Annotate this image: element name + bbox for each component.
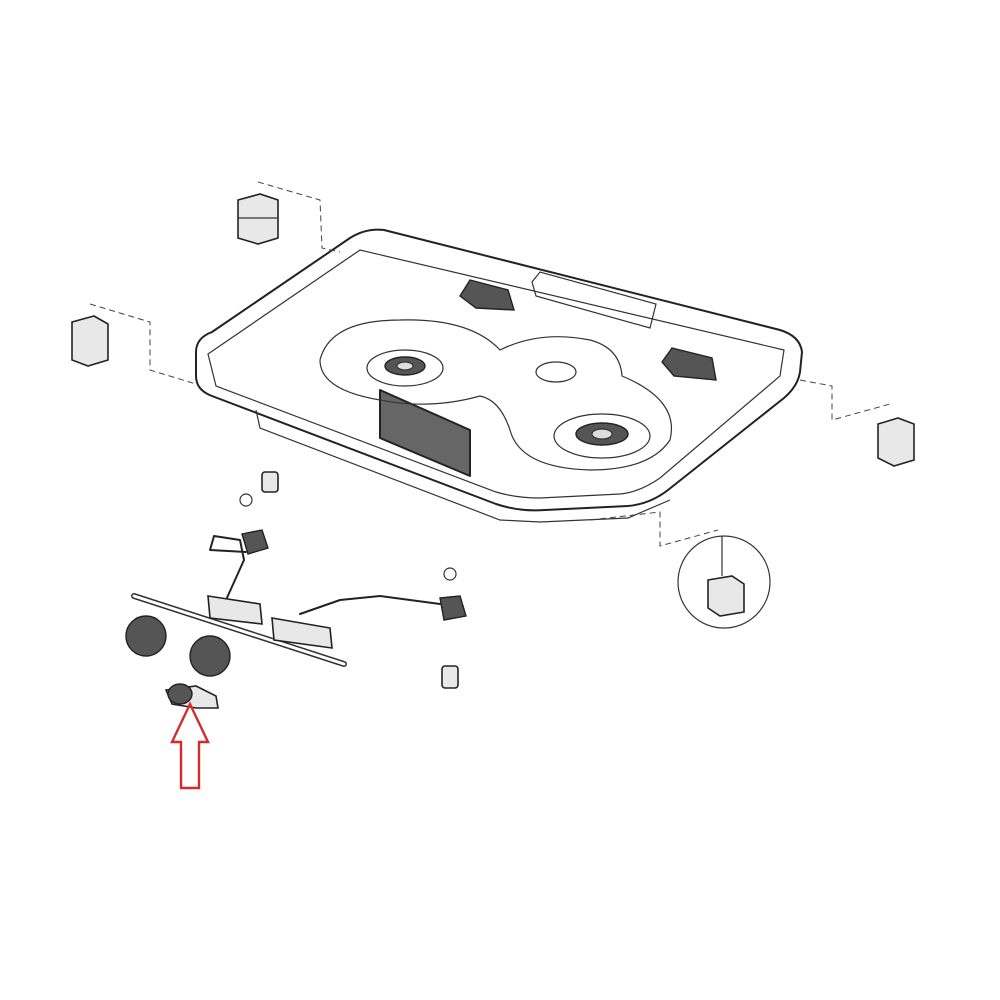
- burner-left: [366, 349, 444, 387]
- detail-circle: [677, 535, 771, 629]
- nut-top: [239, 471, 279, 555]
- gas-rail: [131, 535, 441, 667]
- center-cup: [535, 361, 577, 383]
- burner-right: [553, 413, 651, 459]
- clip-left: [71, 303, 197, 385]
- clip-top: [237, 181, 341, 253]
- hob-tray: [195, 228, 803, 523]
- nut-right: [439, 567, 467, 689]
- up-arrow-icon: [170, 701, 210, 790]
- leader-bottom: [589, 511, 719, 547]
- clip-right: [799, 379, 915, 467]
- tray-bracket-right: [661, 347, 717, 381]
- control-knob-spindle: [164, 683, 219, 709]
- control-knobs: [125, 615, 231, 677]
- tray-slot: [531, 271, 657, 329]
- tray-bracket-left: [459, 279, 515, 311]
